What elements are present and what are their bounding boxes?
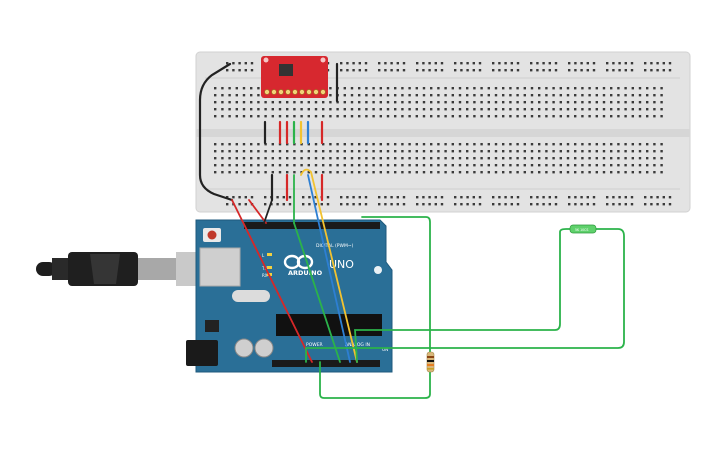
rx-led-label: RX [262,273,268,278]
wire-green-resistor-bottom [319,361,431,399]
tx-led-label: TX [261,266,267,271]
thermistor[interactable]: 5K 10CS [569,224,597,234]
breadboard-jumpers[interactable] [198,62,339,202]
wire-yellow-analog [300,168,358,363]
l-led-label: L [262,253,265,258]
wire-green-thermistor [354,228,573,363]
wire-black-left [198,62,234,202]
wire-red-3v3 [248,199,267,224]
arduino-model-label: UNO [329,258,354,271]
arduino-uno-board[interactable]: ARDUINO UNO DIGITAL (PWM~) POWER ANALOG … [186,219,393,373]
reset-button[interactable] [207,230,217,240]
resistor[interactable] [426,351,435,373]
digital-header-label: DIGITAL (PWM~) [316,243,354,249]
sensor-breakout[interactable] [261,56,328,98]
arduino-wires[interactable] [231,168,625,399]
on-led-label: ON [382,347,388,352]
wire-red-5v [231,199,313,363]
wire-black-gnd [263,199,273,224]
breadboard-holes [214,62,672,206]
wire-green-thermistor-2 [305,228,625,363]
wire-green-analog [293,222,341,363]
arduino-brand-label: ARDUINO [288,269,323,277]
usb-cable[interactable] [36,252,202,286]
thermistor-label: 5K 10CS [575,228,588,232]
wire-green-resistor-top [361,216,431,354]
power-header-label: POWER [306,342,323,348]
analog-header-label: ANALOG IN [345,342,370,348]
wire-blue-analog [307,174,351,363]
